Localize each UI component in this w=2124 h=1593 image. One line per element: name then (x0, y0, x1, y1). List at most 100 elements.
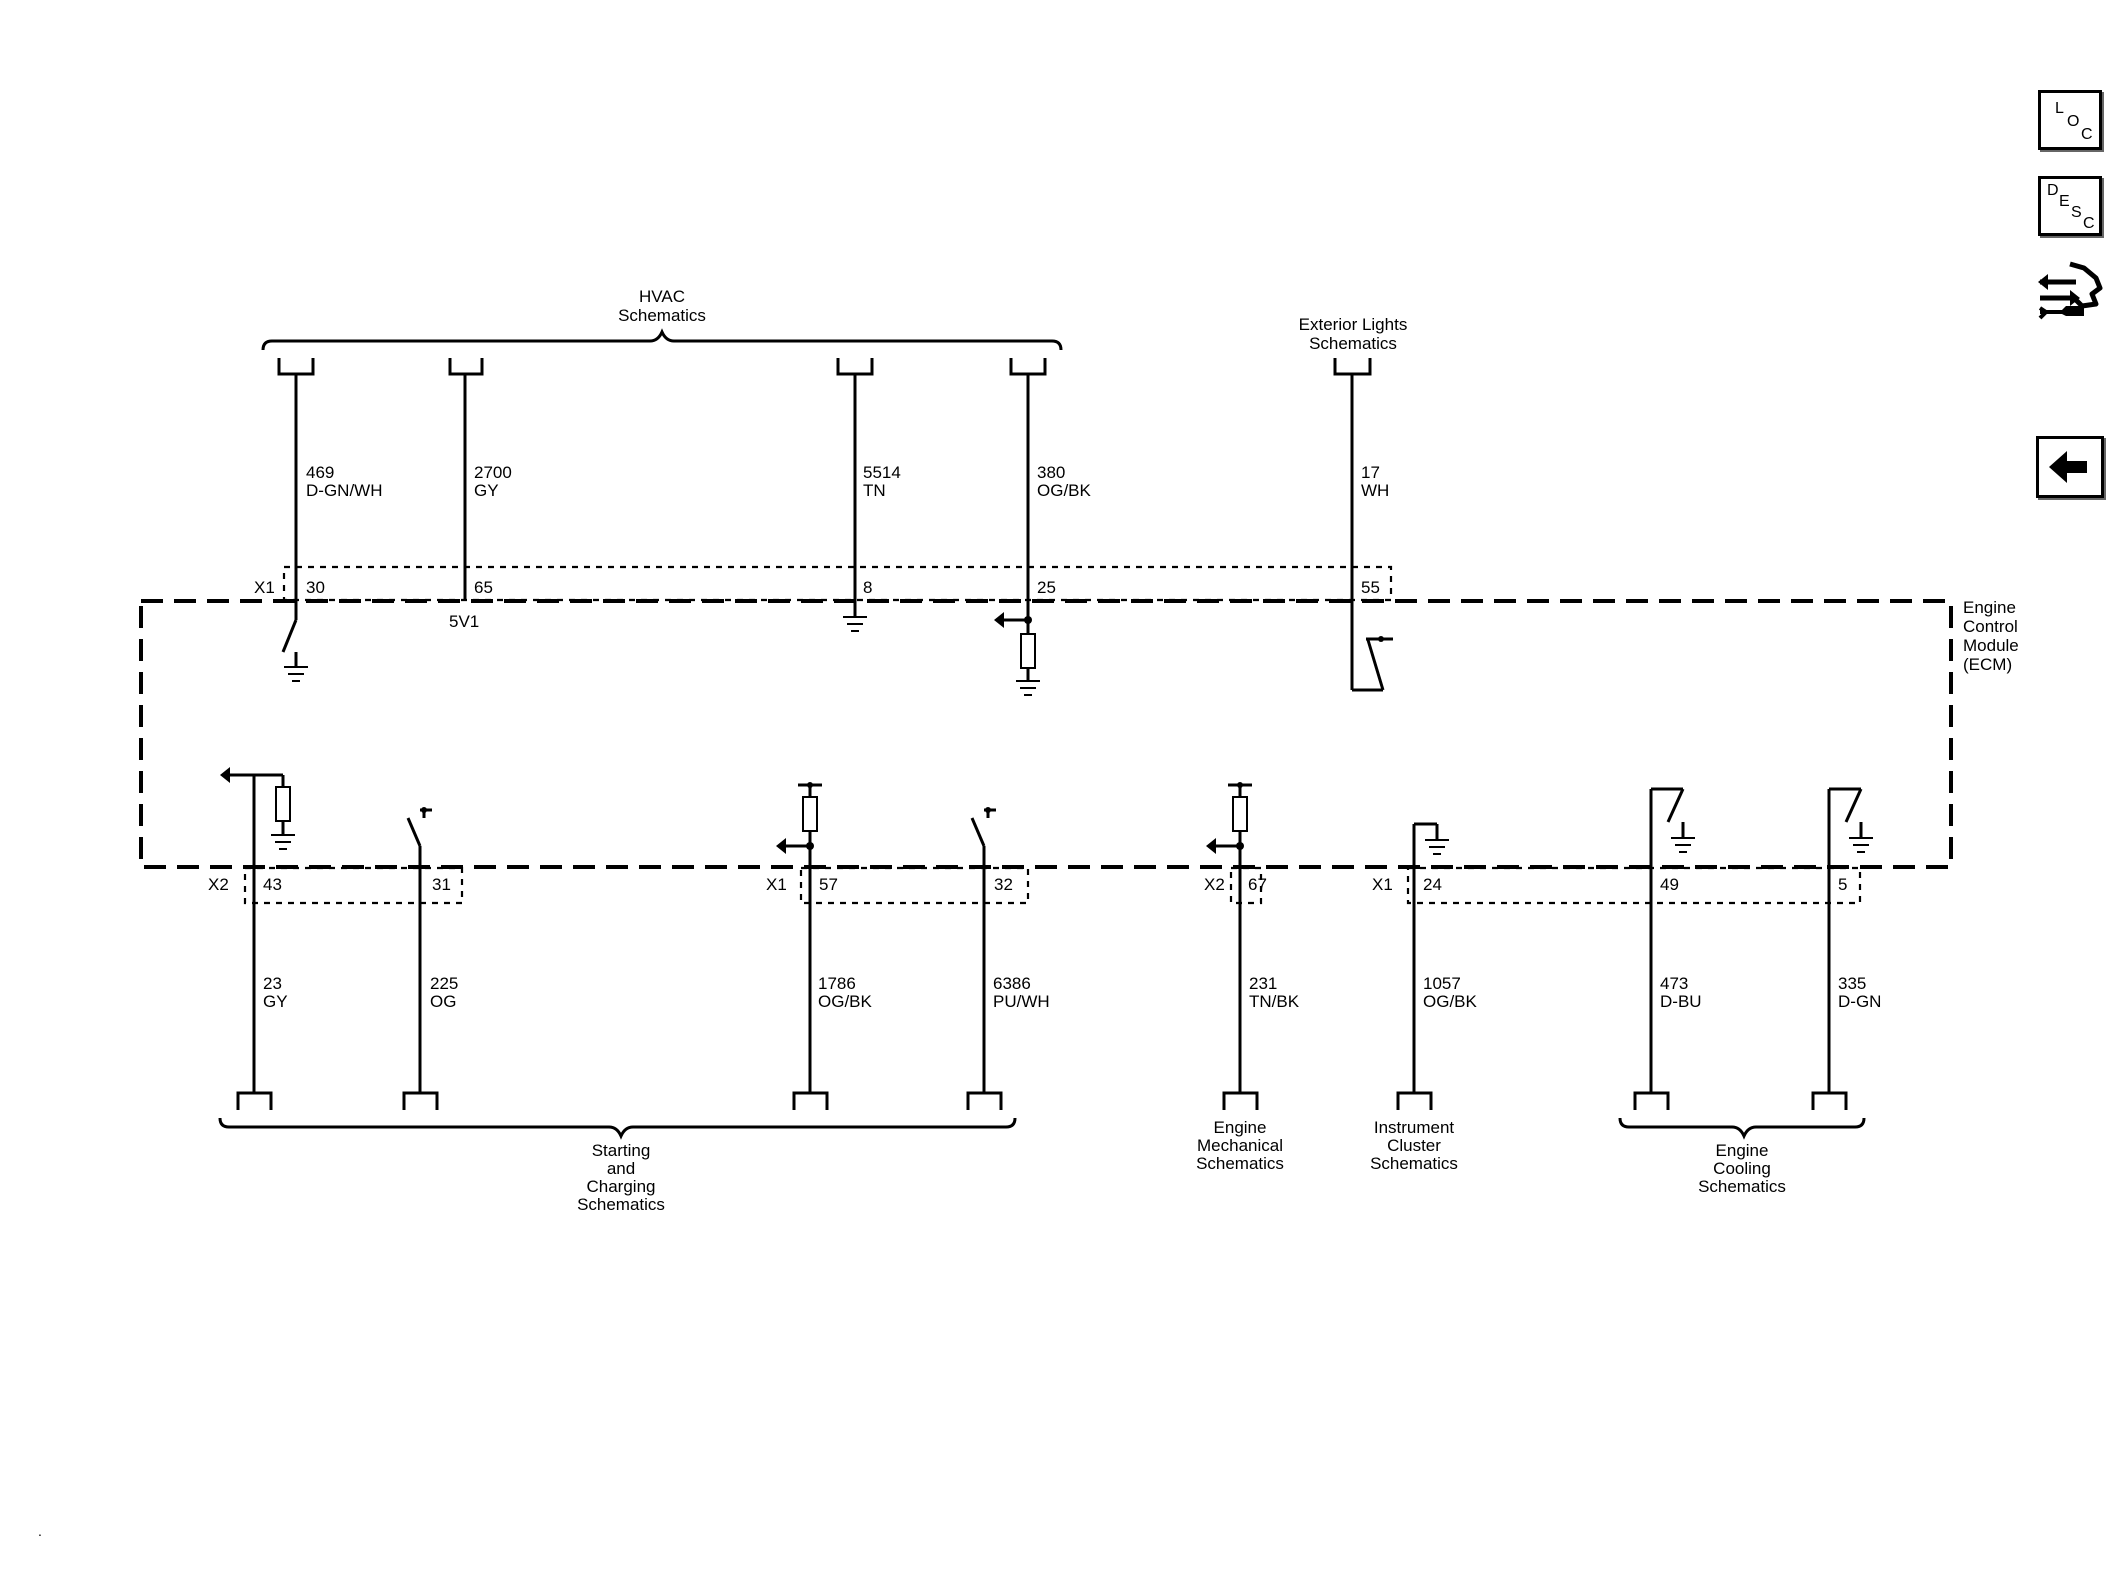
wire-color: OG/BK (818, 992, 873, 1011)
circuit-number: 17 (1361, 463, 1380, 482)
hvac-brace (261, 328, 1063, 351)
connector-end-view-icon (2038, 261, 2103, 320)
pin-number: 57 (819, 875, 838, 894)
ground-8 (843, 616, 867, 632)
wire-color: TN/BK (1249, 992, 1300, 1011)
switch-31 (406, 807, 432, 847)
wire-color: GY (263, 992, 288, 1011)
ecm-boundary (139, 599, 1953, 869)
wire-color: TN (863, 481, 886, 500)
connector-x1-label: X1 (254, 578, 275, 597)
pin-number: 67 (1248, 875, 1267, 894)
circuit-number: 6386 (993, 974, 1031, 993)
pin-number: 31 (432, 875, 451, 894)
connector-x1-label: X1 (1372, 875, 1393, 894)
engine-cooling-label-2: Cooling (1713, 1159, 1771, 1178)
circuit-number: 2700 (474, 463, 512, 482)
pin-number: 55 (1361, 578, 1380, 597)
pin-number: 43 (263, 875, 282, 894)
ecm-label-1: Engine (1963, 598, 2016, 617)
x1-top-connector-box (282, 565, 1393, 602)
loc-letter-l: L (2055, 100, 2064, 117)
starting-charging-label-1: Starting (592, 1141, 651, 1160)
pin-number: 49 (1660, 875, 1679, 894)
switch-to-ground-30 (281, 619, 308, 682)
location-button[interactable]: L O C (2038, 90, 2102, 150)
engine-mechanical-label-2: Mechanical (1197, 1136, 1283, 1155)
switch-55 (1352, 636, 1393, 692)
wire-color: OG/BK (1423, 992, 1478, 1011)
wire-color: GY (474, 481, 499, 500)
connector-x2-label: X2 (1204, 875, 1225, 894)
back-button[interactable] (2036, 436, 2104, 498)
pin-number: 25 (1037, 578, 1056, 597)
hvac-label-1: HVAC (639, 287, 685, 306)
engine-cooling-label-3: Schematics (1698, 1177, 1786, 1196)
pin-number: 32 (994, 875, 1013, 894)
ground-24 (1414, 822, 1449, 855)
x1-right-connector-box (1406, 866, 1862, 905)
connector-end-view-button[interactable] (2036, 258, 2106, 334)
pin-number: 24 (1423, 875, 1442, 894)
starting-charging-brace (218, 1117, 1017, 1140)
pullup-resistor-67 (1206, 782, 1252, 854)
exterior-lights-label-2: Schematics (1309, 334, 1397, 353)
top-wires (294, 374, 1354, 690)
hvac-label-2: Schematics (618, 306, 706, 325)
instrument-cluster-label-2: Cluster (1387, 1136, 1441, 1155)
x1-mid-connector-box (799, 866, 1030, 905)
x2-mid-connector-box (1229, 866, 1263, 905)
circuit-number: 225 (430, 974, 458, 993)
desc-letter-d: D (2047, 182, 2059, 199)
connector-x1-label: X1 (766, 875, 787, 894)
description-button[interactable]: D E S C (2038, 176, 2102, 236)
ecm-label-2: Control (1963, 617, 2018, 636)
reference-voltage-label: 5V1 (449, 612, 479, 631)
wire-color: D-GN (1838, 992, 1881, 1011)
starting-charging-label-3: Charging (587, 1177, 656, 1196)
starting-charging-label-4: Schematics (577, 1195, 665, 1214)
pin-number: 8 (863, 578, 872, 597)
top-terminals (277, 358, 1372, 376)
circuit-number: 23 (263, 974, 282, 993)
circuit-number: 1057 (1423, 974, 1461, 993)
circuit-number: 231 (1249, 974, 1277, 993)
desc-letter-e: E (2059, 193, 2070, 210)
wire-color: D-GN/WH (306, 481, 382, 500)
ecm-label-3: Module (1963, 636, 2019, 655)
circuit-number: 469 (306, 463, 334, 482)
pulldown-resistor-25 (994, 612, 1040, 696)
circuit-number: 335 (1838, 974, 1866, 993)
instrument-cluster-label-1: Instrument (1374, 1118, 1455, 1137)
wire-color: D-BU (1660, 992, 1702, 1011)
wire-color: PU/WH (993, 992, 1050, 1011)
pin-number: 65 (474, 578, 493, 597)
bottom-terminals (236, 1091, 1848, 1110)
loc-letter-o: O (2067, 113, 2080, 130)
circuit-number: 1786 (818, 974, 856, 993)
loc-letter-c: C (2081, 126, 2093, 143)
wire-color: WH (1361, 481, 1389, 500)
back-arrow-icon (2049, 451, 2087, 483)
switch-32 (970, 807, 996, 847)
circuit-number: 473 (1660, 974, 1688, 993)
desc-letter-c: C (2083, 215, 2095, 232)
engine-mechanical-label-3: Schematics (1196, 1154, 1284, 1173)
circuit-number: 380 (1037, 463, 1065, 482)
bottom-wires (252, 775, 1831, 1093)
desc-letter-s: S (2071, 204, 2082, 221)
pin-number: 30 (306, 578, 325, 597)
connector-x2-label: X2 (208, 875, 229, 894)
x2-left-connector-box (243, 866, 464, 905)
engine-cooling-brace (1618, 1117, 1866, 1140)
pull-resistor-43 (220, 767, 295, 850)
engine-cooling-label-1: Engine (1716, 1141, 1769, 1160)
instrument-cluster-label-3: Schematics (1370, 1154, 1458, 1173)
wire-color: OG (430, 992, 456, 1011)
starting-charging-label-2: and (607, 1159, 635, 1178)
switch-to-ground-5 (1829, 787, 1873, 853)
pin-number: 5 (1838, 875, 1847, 894)
pullup-resistor-57 (776, 782, 822, 854)
ecm-label-4: (ECM) (1963, 655, 2012, 674)
